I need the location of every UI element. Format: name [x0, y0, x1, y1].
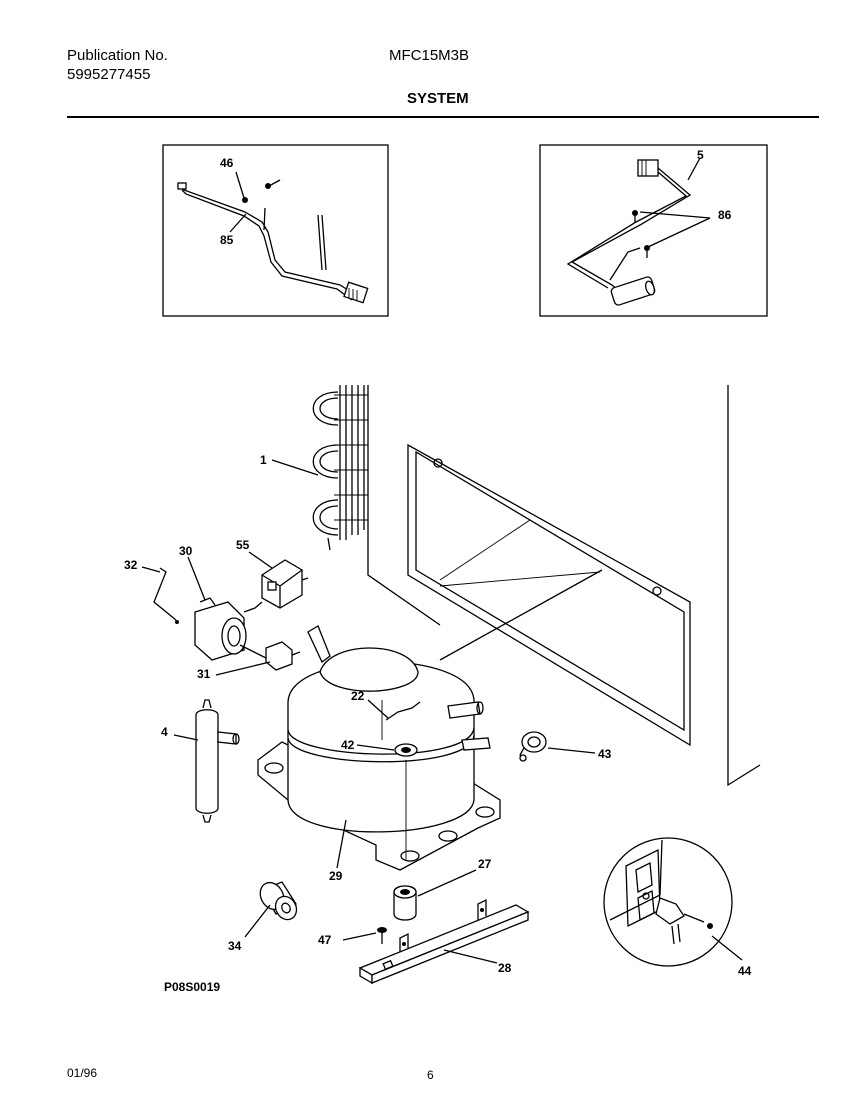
page-number: 6 — [427, 1068, 434, 1082]
callout-31: 31 — [197, 667, 211, 681]
tubing-clamp — [519, 731, 547, 762]
clip — [153, 567, 179, 624]
section-title: SYSTEM — [407, 90, 469, 107]
publication-label: Publication No. — [67, 47, 168, 64]
publication-number: 5995277455 — [67, 66, 151, 83]
grommet — [393, 885, 417, 921]
relay — [261, 559, 309, 609]
cap — [259, 881, 298, 921]
callout-30: 30 — [179, 544, 193, 558]
callout-55: 55 — [236, 538, 250, 552]
callout-22: 22 — [351, 689, 365, 703]
callout-44: 44 — [738, 964, 752, 978]
overload-protector — [194, 597, 271, 661]
footer-date: 01/96 — [67, 1066, 98, 1080]
callout-29: 29 — [329, 869, 343, 883]
mounting-bracket — [358, 898, 530, 985]
callout-28: 28 — [498, 961, 512, 975]
header-rule — [67, 116, 819, 118]
model-number: MFC15M3B — [389, 47, 470, 64]
figure-id: P08S0019 — [164, 980, 220, 994]
inset-power-cord — [539, 144, 768, 317]
condenser-coil — [312, 385, 368, 551]
freezer-cabinet — [367, 385, 761, 787]
callout-1: 1 — [260, 453, 267, 467]
callout-27: 27 — [478, 857, 492, 871]
outlet-detail — [603, 837, 733, 967]
inset-wire-harness — [162, 144, 389, 317]
compressor — [257, 625, 501, 871]
callout-34: 34 — [228, 939, 242, 953]
callout-4: 4 — [161, 725, 168, 739]
callout-86: 86 — [718, 208, 732, 222]
callout-42: 42 — [341, 738, 355, 752]
callout-85: 85 — [220, 233, 234, 247]
callout-32: 32 — [124, 558, 138, 572]
callout-47: 47 — [318, 933, 332, 947]
callout-46: 46 — [220, 156, 234, 170]
callout-43: 43 — [598, 747, 612, 761]
screw — [377, 927, 387, 944]
callout-5: 5 — [697, 148, 704, 162]
capacitor — [265, 641, 301, 671]
drier — [195, 699, 240, 823]
